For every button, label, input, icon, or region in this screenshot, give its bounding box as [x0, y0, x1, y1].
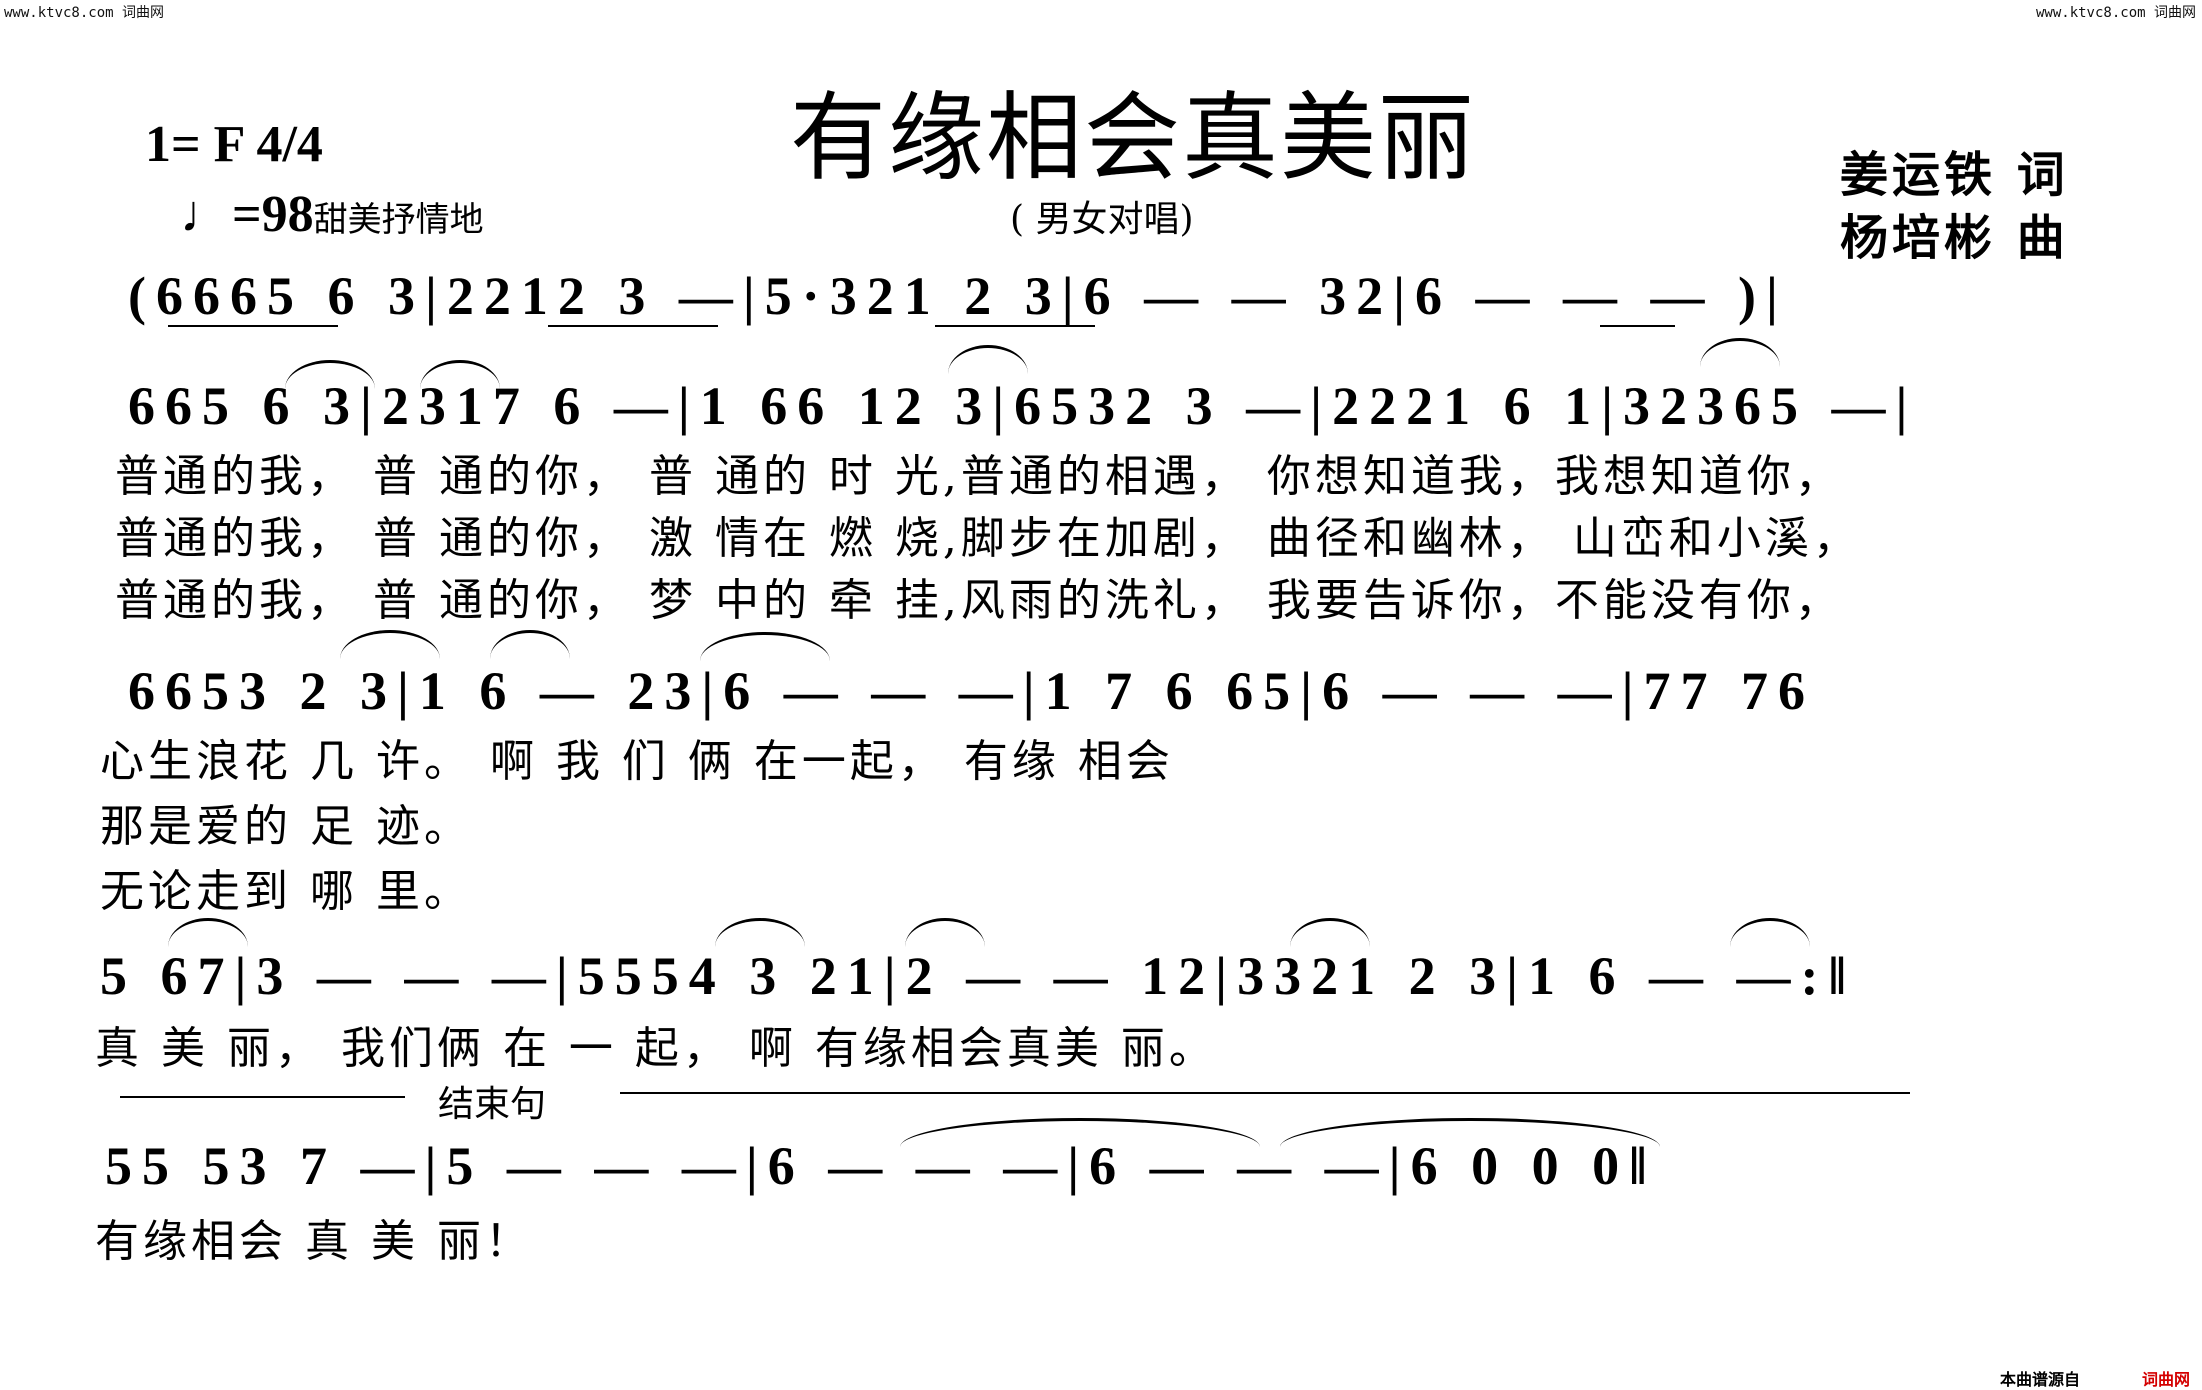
watermark-right: www.ktvc8.com 词曲网 — [2035, 5, 2196, 21]
system-3-lyric-verse-1: 心生浪花 几 许。 啊 我 们 俩 在一起， 有缘 相会 — [100, 736, 1174, 787]
tie — [900, 1118, 1260, 1147]
system-3-lyric-verse-3: 无论走到 哪 里。 — [100, 866, 472, 917]
ending-label: 结束句 — [438, 1084, 547, 1125]
ending-rule-left — [120, 1096, 405, 1098]
system-4-notes: 5 67|3 — — —|5554 3 21|2 — — 12|3321 2 3… — [100, 946, 1856, 1006]
system-3-lyric-verse-2: 那是爱的 足 迹。 — [100, 801, 472, 852]
system-5-lyric: 有缘相会 真 美 丽！ — [95, 1216, 533, 1267]
beam — [548, 325, 718, 327]
beam — [168, 325, 338, 327]
slur — [1290, 918, 1370, 947]
system-1-notes: (6665 6 3|2212 3 —|5·321 2 3|6 — — 32|6 … — [128, 266, 1788, 326]
slur — [1700, 338, 1780, 367]
watermark-left: www.ktvc8.com 词曲网 — [4, 5, 165, 21]
slur — [420, 360, 500, 389]
tie — [1280, 1118, 1660, 1147]
beam — [935, 325, 1095, 327]
footer-site-link[interactable]: 词曲网 — [2142, 1370, 2191, 1389]
slur — [168, 918, 248, 947]
system-2-lyric-verse-2: 普通的我， 普 通的你， 激 情在 燃 烧,脚步在加剧， 曲径和幽林， 山峦和小… — [115, 513, 1861, 564]
key-signature: 1= F 4/4 — [145, 116, 323, 173]
system-2-lyric-verse-1: 普通的我， 普 通的你， 普 通的 时 光,普通的相遇， 你想知道我，我想知道你… — [115, 451, 1843, 502]
tempo-expression: 甜美抒情地 — [313, 200, 484, 240]
slur — [715, 918, 805, 947]
system-3-notes: 6653 2 3|1 6 — 23|6 — — —|1 7 6 65|6 — —… — [128, 661, 1815, 721]
slur — [948, 345, 1028, 374]
slur — [490, 630, 570, 659]
slur — [1730, 918, 1810, 947]
ending-rule-right — [620, 1092, 1910, 1094]
system-4-lyric: 真 美 丽， 我们俩 在 一 起， 啊 有缘相会真美 丽。 — [95, 1023, 1217, 1074]
slur — [340, 630, 440, 659]
system-2-notes: 665 6 3|2317 6 —|1 66 12 3|6532 3 —|2221… — [128, 376, 1918, 436]
song-subtitle: ( 男女对唱) — [1010, 199, 1194, 240]
tempo-value: ♩=98 — [180, 186, 314, 243]
system-2-lyric-verse-3: 普通的我， 普 通的你， 梦 中的 牵 挂,风雨的洗礼， 我要告诉你，不能没有你… — [115, 575, 1843, 626]
slur — [700, 632, 830, 661]
footer-source-label: 本曲谱源自 — [2000, 1370, 2081, 1389]
song-title: 有缘相会真美丽 — [790, 82, 1476, 194]
composer-credit: 杨培彬 曲 — [1840, 210, 2069, 266]
tempo-marking: ♩=98甜美抒情地 — [180, 185, 484, 244]
beam — [1600, 325, 1675, 327]
slur — [905, 918, 985, 947]
lyricist-credit: 姜运铁 词 — [1840, 147, 2069, 203]
slur — [285, 360, 375, 389]
